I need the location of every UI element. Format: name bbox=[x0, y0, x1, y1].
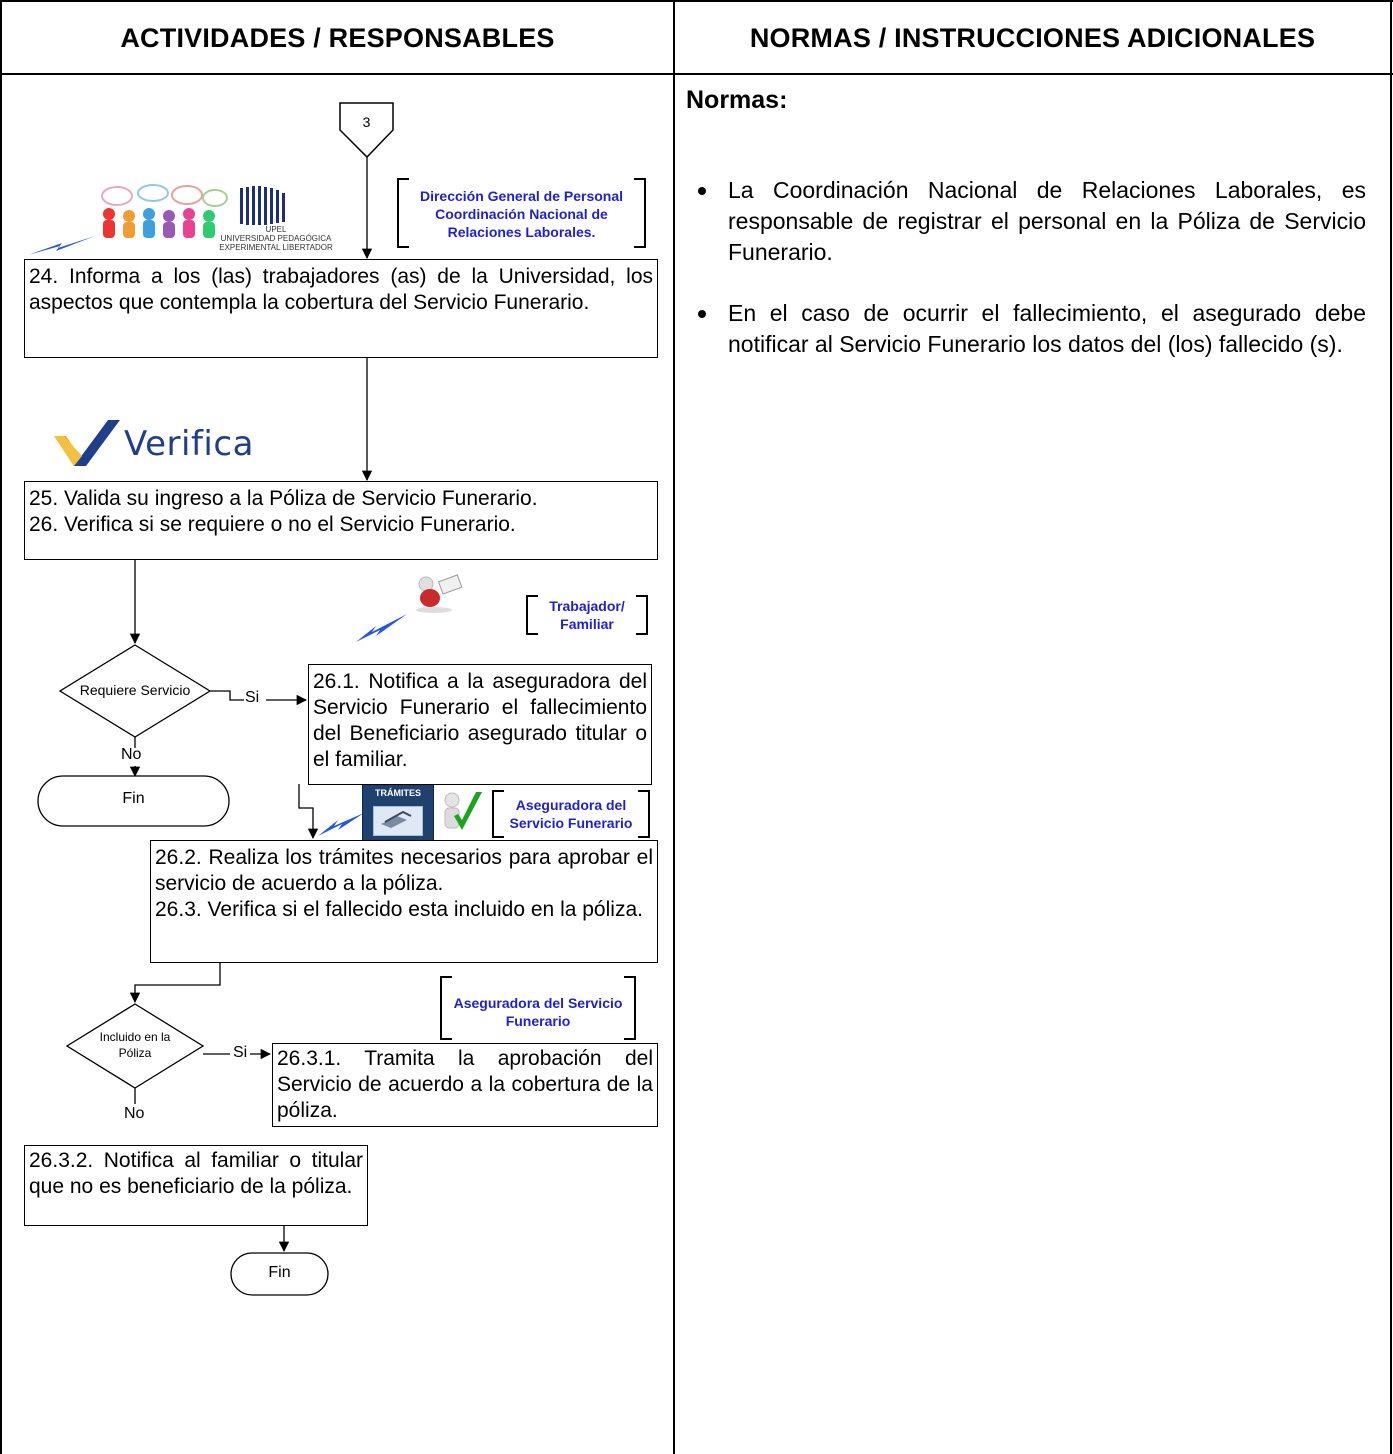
tramites-icon-label: TRÁMITES bbox=[375, 788, 421, 798]
terminal-end-1: Fin bbox=[122, 790, 145, 807]
verifica-logo: Verifica bbox=[52, 418, 267, 470]
upel-logo-line1: UNIVERSIDAD PEDAGÓGICA bbox=[220, 234, 332, 243]
frame-column-divider bbox=[673, 0, 675, 1454]
frame-right bbox=[1390, 0, 1392, 1454]
step-25-26-box: 25. Valida su ingreso a la Póliza de Ser… bbox=[24, 481, 658, 560]
step-25-text: 25. Valida su ingreso a la Póliza de Ser… bbox=[29, 487, 538, 510]
header-activities: ACTIVIDADES / RESPONSABLES bbox=[120, 22, 555, 53]
offpage-connector-label: 3 bbox=[362, 114, 371, 130]
header-norms: NORMAS / INSTRUCCIONES ADICIONALES bbox=[749, 22, 1316, 53]
norms-title: Normas: bbox=[686, 86, 788, 114]
tramites-icon: TRÁMITES bbox=[362, 783, 434, 843]
terminal-end-2: Fin bbox=[268, 1264, 291, 1281]
bullet-icon bbox=[698, 187, 706, 195]
decision-1-yes-label: Si bbox=[245, 689, 260, 706]
lightning-bolt-icon bbox=[28, 236, 95, 255]
norm-item: En el caso de ocurrir el fallecimiento, … bbox=[686, 298, 1366, 360]
decision-1-no-label: No bbox=[121, 746, 142, 763]
decision-1-label: Requiere Servicio bbox=[79, 682, 191, 698]
responsible-label-4-box: Aseguradora del Servicio Funerario bbox=[440, 976, 636, 1040]
norm-item: La Coordinación Nacional de Relaciones L… bbox=[686, 175, 1366, 268]
step-26-3-1-box: 26.3.1. Tramita la aprobación del Servic… bbox=[272, 1043, 658, 1127]
frame-top bbox=[0, 0, 1393, 2]
step-26-2-26-3-box: 26.2. Realiza los trámites necesarios pa… bbox=[150, 840, 658, 963]
bullet-icon bbox=[698, 310, 706, 318]
step-26-3-2-box: 26.3.2. Notifica al familiar o titular q… bbox=[24, 1145, 368, 1226]
step-26-1-box: 26.1. Notifica a la aseguradora del Serv… bbox=[308, 664, 652, 785]
decision-2-no-label: No bbox=[124, 1105, 145, 1122]
terminal-shape-2 bbox=[230, 1252, 329, 1296]
decision-2-label-line1: Incluido en la bbox=[99, 1030, 171, 1044]
upel-logo bbox=[236, 184, 316, 244]
norms-list: La Coordinación Nacional de Relaciones L… bbox=[686, 175, 1366, 390]
step-26-3-text: 26.3. Verifica si el fallecido esta incl… bbox=[155, 898, 643, 921]
step-26-2-text: 26.2. Realiza los trámites necesarios pa… bbox=[155, 846, 653, 895]
responsible-label-4 bbox=[440, 606, 636, 670]
responsible-label-2: Trabajador/ Familiar bbox=[526, 595, 648, 635]
offpage-connector-shape bbox=[339, 102, 394, 159]
step-24-box: 24. Informa a los (las) trabajadores (as… bbox=[24, 259, 658, 358]
flow-connectors bbox=[28, 102, 407, 1296]
terminal-shape-1 bbox=[37, 775, 230, 827]
person-holding-paper-image bbox=[408, 574, 466, 614]
verifica-logo-text: Verifica bbox=[124, 424, 254, 464]
person-checkmark-image bbox=[440, 786, 486, 838]
responsible-label-3: Aseguradora del Servicio Funerario bbox=[492, 790, 650, 838]
upel-logo-line2: EXPERIMENTAL LIBERTADOR bbox=[219, 243, 333, 252]
people-talking-image bbox=[95, 184, 230, 242]
lightning-bolt-icon bbox=[356, 614, 407, 642]
lightning-bolt-icon bbox=[318, 813, 364, 836]
step-26-text: 26. Verifica si se requiere o no el Serv… bbox=[29, 513, 516, 536]
frame-left bbox=[0, 0, 2, 1454]
decision-2-yes-label: Si bbox=[233, 1044, 248, 1061]
decision-2-label-line2: Póliza bbox=[118, 1046, 152, 1060]
upel-logo-short: UPEL bbox=[265, 225, 287, 234]
responsible-label-1: Dirección General de Personal Coordinaci… bbox=[397, 178, 646, 248]
frame-header-divider bbox=[0, 73, 1393, 75]
